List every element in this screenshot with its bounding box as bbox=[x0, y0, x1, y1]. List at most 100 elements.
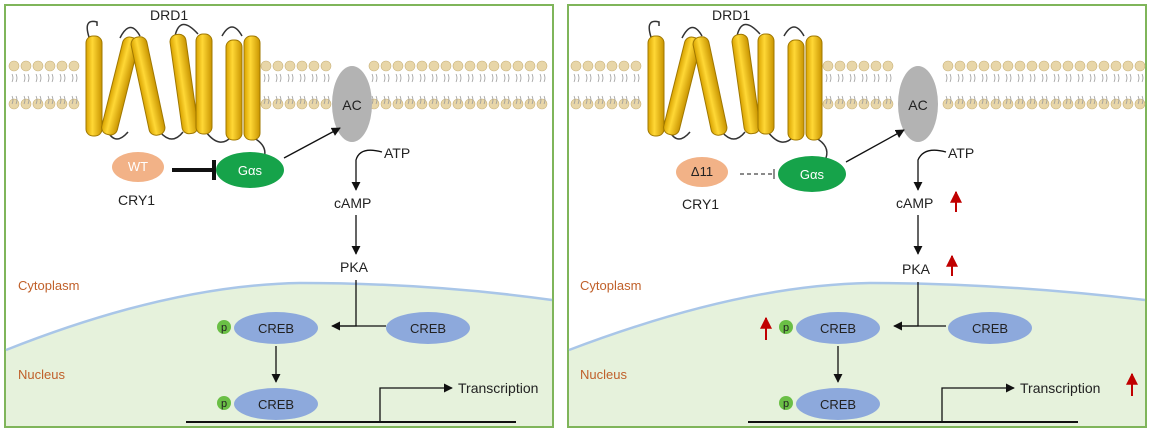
ac-enzyme bbox=[898, 66, 938, 142]
transcription-label: Transcription bbox=[1020, 380, 1100, 396]
lipid-tail bbox=[479, 95, 486, 105]
lipid-tail bbox=[885, 73, 892, 83]
lipid-tail bbox=[573, 73, 580, 83]
lipid-head bbox=[464, 98, 476, 110]
lipid-tail bbox=[11, 95, 18, 105]
lipid-tail bbox=[47, 73, 54, 83]
lipid-bilayer bbox=[570, 60, 1146, 110]
lipid-tail bbox=[491, 73, 498, 83]
pka-label: PKA bbox=[340, 259, 369, 275]
lipid-head bbox=[1098, 60, 1110, 72]
lipid-tail bbox=[609, 73, 616, 83]
helix-6 bbox=[787, 39, 805, 141]
lipid-head bbox=[404, 60, 416, 72]
lipid-head bbox=[452, 98, 464, 110]
lipid-tail bbox=[969, 95, 976, 105]
lipid-tail bbox=[597, 95, 604, 105]
lipid-head bbox=[296, 98, 308, 110]
nuclear-envelope bbox=[568, 281, 1146, 352]
lipid-tail bbox=[885, 95, 892, 105]
lipid-head bbox=[1086, 98, 1098, 110]
lipid-tail bbox=[59, 95, 66, 105]
lipid-tail bbox=[573, 95, 580, 105]
lipid-head bbox=[260, 60, 272, 72]
creb-nuclear-label: CREB bbox=[258, 397, 294, 412]
lipid-tail bbox=[597, 73, 604, 83]
creb-nuclear-label: CREB bbox=[820, 397, 856, 412]
lipid-tail bbox=[1017, 95, 1024, 105]
lipid-tail bbox=[957, 73, 964, 83]
lipid-tail bbox=[1005, 73, 1012, 83]
lipid-head bbox=[954, 98, 966, 110]
lipid-tail bbox=[825, 73, 832, 83]
lipid-head bbox=[416, 60, 428, 72]
lipid-tail bbox=[311, 95, 318, 105]
lipid-head bbox=[440, 60, 452, 72]
lipid-head bbox=[1050, 98, 1062, 110]
lipid-tail bbox=[491, 95, 498, 105]
lipid-tail bbox=[1041, 73, 1048, 83]
lipid-tail bbox=[849, 73, 856, 83]
lipid-head bbox=[1134, 60, 1146, 72]
lipid-head bbox=[618, 60, 630, 72]
lipid-tail bbox=[1029, 73, 1036, 83]
creb-label: CREB bbox=[972, 321, 1008, 336]
creb-label: CREB bbox=[410, 321, 446, 336]
lipid-head bbox=[1014, 98, 1026, 110]
helix-7 bbox=[805, 35, 823, 141]
lipid-tail bbox=[957, 95, 964, 105]
lipid-tail bbox=[275, 73, 282, 83]
lipid-head bbox=[1110, 60, 1122, 72]
lipid-tail bbox=[419, 73, 426, 83]
lipid-head bbox=[1086, 60, 1098, 72]
lipid-tail bbox=[1065, 95, 1072, 105]
lipid-tail bbox=[431, 73, 438, 83]
cytoplasm-label: Cytoplasm bbox=[580, 278, 641, 293]
lipid-tail bbox=[263, 73, 270, 83]
lipid-head bbox=[512, 60, 524, 72]
lipid-tail bbox=[443, 73, 450, 83]
phospho-dot bbox=[217, 320, 231, 334]
lipid-tail bbox=[633, 95, 640, 105]
lipid-head bbox=[488, 60, 500, 72]
lipid-head bbox=[284, 98, 296, 110]
transcription-arrow bbox=[941, 383, 1015, 421]
lipid-tail bbox=[1005, 95, 1012, 105]
ac-enzyme bbox=[332, 66, 372, 142]
lipid-tail bbox=[383, 73, 390, 83]
helix-5 bbox=[757, 33, 775, 135]
lipid-tail bbox=[407, 73, 414, 83]
lipid-head bbox=[500, 60, 512, 72]
gas-node bbox=[778, 156, 846, 192]
lipid-head bbox=[308, 98, 320, 110]
ac-label: AC bbox=[908, 97, 927, 113]
lipid-tail bbox=[1089, 95, 1096, 105]
lipid-head bbox=[56, 60, 68, 72]
cry1-label: CRY1 bbox=[118, 192, 155, 208]
lipid-tail bbox=[633, 73, 640, 83]
lipid-head bbox=[284, 60, 296, 72]
cry1-variant-label: WT bbox=[128, 159, 148, 174]
lipid-tail bbox=[443, 95, 450, 105]
lipid-head bbox=[822, 60, 834, 72]
lipid-tail bbox=[993, 95, 1000, 105]
lipid-head bbox=[20, 60, 32, 72]
phospho-dot-nuclear bbox=[779, 396, 793, 410]
lipid-tail bbox=[395, 95, 402, 105]
lipid-tail bbox=[837, 73, 844, 83]
lipid-tail bbox=[431, 95, 438, 105]
cytoplasm-label: Cytoplasm bbox=[18, 278, 79, 293]
cry1-label: CRY1 bbox=[682, 196, 719, 212]
lipid-tail bbox=[323, 73, 330, 83]
lipid-head bbox=[68, 98, 80, 110]
lipid-head bbox=[380, 60, 392, 72]
drd1-receptor bbox=[85, 20, 266, 166]
lipid-head bbox=[834, 98, 846, 110]
lipid-head bbox=[20, 98, 32, 110]
lipid-head bbox=[308, 60, 320, 72]
lipid-head bbox=[512, 98, 524, 110]
lipid-head bbox=[630, 98, 642, 110]
lipid-head bbox=[1026, 98, 1038, 110]
lipid-head bbox=[500, 98, 512, 110]
lipid-head bbox=[452, 60, 464, 72]
